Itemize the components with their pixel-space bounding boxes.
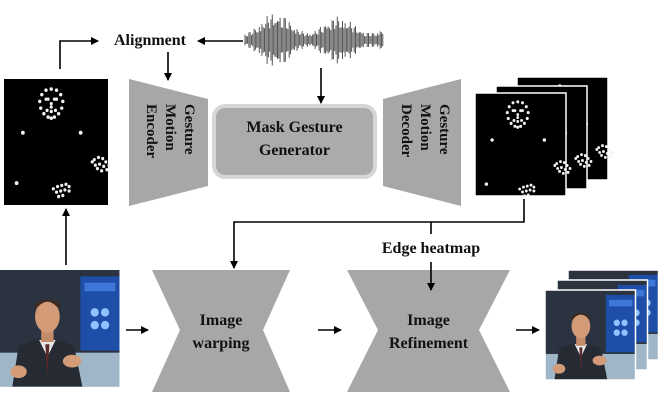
refinement-label-line2: Refinement (388, 335, 469, 352)
mask-gesture-generator (212, 104, 377, 179)
gesture-motion-decoder (383, 79, 461, 206)
decoder-label: Gesture Motion Decoder (398, 104, 452, 158)
gesture-motion-encoder (129, 79, 208, 206)
generator-label-line1: Mask Gesture (246, 119, 343, 136)
output-video-stack (544, 269, 660, 381)
warping-label-line1: Image (199, 312, 243, 329)
encoder-label: Gesture Motion Encoder (143, 104, 197, 159)
warping-label-line2: warping (192, 335, 250, 352)
input-video-frame (0, 270, 120, 387)
input-pose-map (4, 79, 111, 205)
output-pose-stack (474, 76, 614, 198)
image-warping-module (152, 270, 290, 392)
alignment-label: Alignment (114, 32, 186, 49)
flow-arrows (59, 37, 540, 334)
arrow-pose-to-warping (230, 199, 525, 269)
arrow-pose-to-alignment (59, 37, 99, 69)
edge-heatmap-label: Edge heatmap (381, 240, 481, 257)
image-refinement-module (347, 270, 510, 392)
refinement-label-line1: Image (407, 312, 450, 329)
waveform-icon (244, 14, 384, 66)
generator-label-line2: Generator (258, 142, 331, 159)
